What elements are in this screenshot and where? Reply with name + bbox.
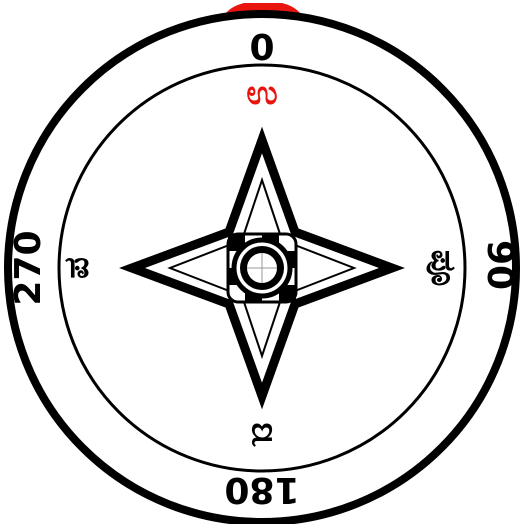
inner-ring bbox=[57, 63, 467, 473]
degree-label-west: 270 bbox=[8, 230, 49, 305]
degree-label-north: 0 bbox=[249, 28, 274, 69]
direction-label-south: ದ bbox=[251, 415, 273, 455]
direction-label-east: ಪೂ bbox=[423, 250, 463, 287]
direction-label-west: ಪ bbox=[57, 257, 97, 279]
direction-label-north: ಉ bbox=[246, 73, 277, 113]
degree-label-east: 90 bbox=[479, 240, 520, 290]
compass-rose-icon bbox=[119, 126, 405, 410]
crosshair-icon bbox=[247, 253, 277, 283]
outer-ring bbox=[4, 10, 520, 524]
north-marker-icon bbox=[226, 3, 300, 13]
degree-label-south: 180 bbox=[224, 469, 299, 510]
